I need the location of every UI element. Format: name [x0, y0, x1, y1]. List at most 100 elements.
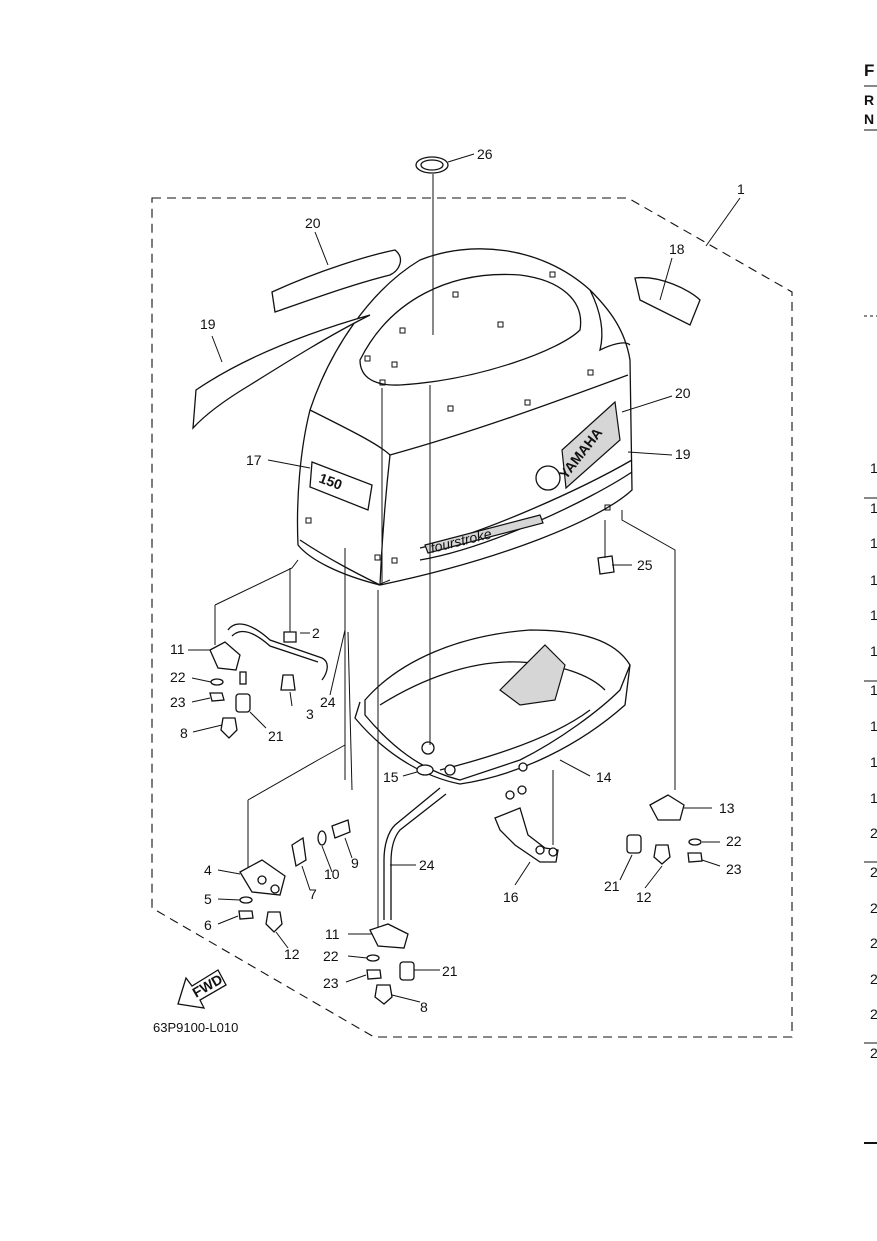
grommet-12-left [265, 911, 283, 933]
grommet-8-lower [374, 984, 393, 1005]
callout-labels: 26 1 20 19 18 20 19 17 25 11 2 22 23 8 2… [170, 146, 745, 1015]
washer-22-lower [366, 954, 380, 962]
callout-23-upper: 23 [170, 694, 186, 710]
right-edge-table: F R N 1 1 1 1 1 1 1 1 1 1 2 2 2 2 2 2 2 [864, 61, 877, 1144]
callout-8-lower: 8 [420, 999, 428, 1015]
grommet-25 [597, 555, 615, 575]
grommet-12-right [653, 844, 671, 865]
edge-row: 2 [870, 825, 877, 841]
edge-header-f: F [864, 61, 874, 80]
callout-18: 18 [669, 241, 685, 257]
callout-15: 15 [383, 769, 399, 785]
callout-26: 26 [477, 146, 493, 162]
bracket-16 [494, 807, 559, 863]
washer-10 [317, 830, 327, 846]
washer-22-right [688, 838, 702, 846]
top-cowling: fourstroke 150 YAMAHA [296, 248, 633, 586]
cowling-seal-14 [354, 629, 631, 785]
callout-5: 5 [204, 891, 212, 907]
callout-6: 6 [204, 917, 212, 933]
collar-2 [283, 631, 297, 643]
edge-row: 1 [870, 535, 877, 551]
edge-row: 2 [870, 900, 877, 916]
callout-24-lower: 24 [419, 857, 435, 873]
callout-17: 17 [246, 452, 262, 468]
stay-13 [649, 794, 685, 821]
stay-11-upper [209, 641, 241, 671]
callout-10: 10 [324, 866, 340, 882]
callout-16: 16 [503, 889, 519, 905]
callout-21-upper: 21 [268, 728, 284, 744]
damper-21-lower [399, 961, 415, 981]
callout-21-right: 21 [604, 878, 620, 894]
callout-3: 3 [306, 706, 314, 722]
callout-20-top: 20 [305, 215, 321, 231]
edge-row: 2 [870, 935, 877, 951]
decal-19-swoosh [192, 314, 371, 430]
hose-24-lower [383, 787, 441, 920]
edge-row: 2 [870, 864, 877, 880]
edge-row: 1 [870, 607, 877, 623]
edge-row: 1 [870, 754, 877, 770]
diagram-code: 63P9100-L010 [153, 1020, 238, 1035]
edge-header-n: N [864, 111, 874, 127]
callout-12-left: 12 [284, 946, 300, 962]
edge-row: 2 [870, 1045, 877, 1061]
edge-header-r: R [864, 92, 874, 108]
callout-11-lower: 11 [325, 926, 340, 942]
callout-25: 25 [637, 557, 653, 573]
callout-19-top: 19 [200, 316, 216, 332]
callout-1: 1 [737, 181, 745, 197]
callout-8-upper: 8 [180, 725, 188, 741]
nut-6 [238, 910, 254, 920]
yamaha-emblem-icon [535, 465, 561, 491]
callout-14: 14 [596, 769, 612, 785]
callout-21-lower: 21 [442, 963, 458, 979]
callout-9: 9 [351, 855, 359, 871]
hose-24-upper [227, 623, 328, 681]
damper-21-right [626, 834, 642, 854]
callout-23-right: 23 [726, 861, 742, 877]
plate-7 [291, 836, 307, 868]
edge-row: 1 [870, 643, 877, 659]
callout-leaders [188, 153, 741, 1003]
callout-24-upper: 24 [320, 694, 336, 710]
callout-22-lower: 22 [323, 948, 339, 964]
edge-row: 1 [870, 572, 877, 588]
assembly-boundary [151, 197, 793, 1038]
grommet-15 [416, 764, 434, 776]
assembly-leaders [214, 385, 676, 930]
edge-row: 1 [870, 460, 877, 476]
damper-21-upper [235, 693, 251, 713]
edge-row: 2 [870, 1006, 877, 1022]
callout-22-upper: 22 [170, 669, 186, 685]
washer-5 [239, 896, 253, 904]
edge-row: 1 [870, 682, 877, 698]
stay-11-lower [369, 923, 409, 949]
edge-row: 1 [870, 790, 877, 806]
callout-7: 7 [309, 886, 317, 902]
callout-12-right: 12 [636, 889, 652, 905]
callout-20-side: 20 [675, 385, 691, 401]
callout-13: 13 [719, 800, 735, 816]
callout-19-side: 19 [675, 446, 691, 462]
callout-22-right: 22 [726, 833, 742, 849]
decal-18-plate [634, 276, 701, 326]
nut-23-right [687, 852, 703, 863]
washer-22-upper [210, 678, 224, 686]
edge-row: 1 [870, 718, 877, 734]
nut-23-lower [366, 969, 382, 980]
fwd-arrow-icon: FWD [177, 969, 227, 1009]
edge-row: 1 [870, 500, 877, 516]
bolt-3 [280, 674, 296, 691]
nut-23-upper [209, 692, 225, 702]
grommet-8-upper [220, 717, 238, 739]
edge-row: 2 [870, 971, 877, 987]
badge-150-text: 150 [317, 470, 345, 493]
callout-11-upper: 11 [170, 641, 185, 657]
callout-4: 4 [204, 862, 212, 878]
callout-23-lower: 23 [323, 975, 339, 991]
bolt-9 [331, 819, 351, 839]
callout-2: 2 [312, 625, 320, 641]
